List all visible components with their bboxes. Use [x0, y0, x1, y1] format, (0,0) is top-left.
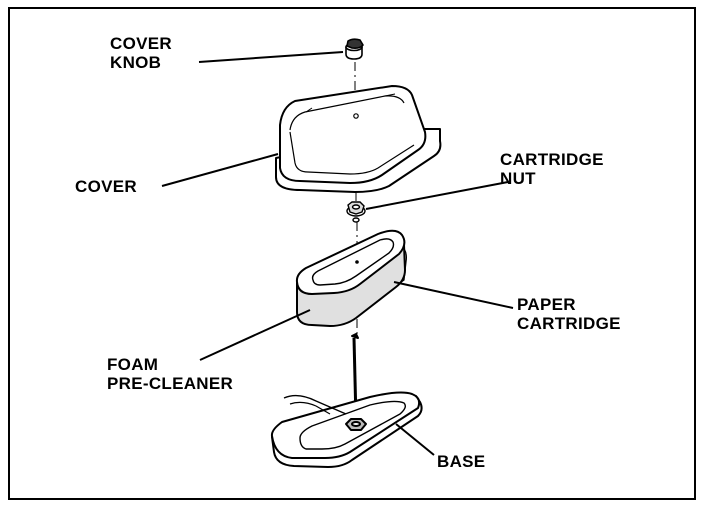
base-part — [270, 333, 423, 468]
label-paper-cartridge: PAPER CARTRIDGE — [517, 295, 621, 333]
label-cover: COVER — [75, 177, 137, 196]
label-cartridge-nut: CARTRIDGE NUT — [500, 150, 604, 188]
label-foam-pre-cleaner: FOAM PRE-CLEANER — [107, 355, 233, 393]
label-cartridge-nut-line2: NUT — [500, 169, 536, 188]
cover-knob-part — [345, 38, 364, 60]
leader-cover-knob — [198, 51, 344, 63]
figure-frame — [8, 7, 696, 500]
label-cover-text: COVER — [75, 177, 137, 196]
leader-foam-pre-cleaner — [199, 309, 311, 361]
label-foam-pre-cleaner-line1: FOAM — [107, 355, 159, 374]
label-base-text: BASE — [437, 452, 486, 471]
label-cartridge-nut-line1: CARTRIDGE — [500, 150, 604, 169]
foam-pre-cleaner-part — [295, 229, 406, 327]
label-base: BASE — [437, 452, 485, 471]
leader-cover — [161, 153, 279, 187]
cartridge-nut-part — [346, 201, 366, 223]
label-paper-cartridge-line1: PAPER — [517, 295, 576, 314]
label-cover-knob-line2: KNOB — [110, 53, 162, 72]
label-cover-knob-line1: COVER — [110, 34, 172, 53]
leader-lines — [161, 51, 514, 456]
label-foam-pre-cleaner-line2: PRE-CLEANER — [107, 374, 234, 393]
leader-paper-cartridge — [393, 281, 514, 309]
cover-part — [275, 85, 442, 193]
leader-cartridge-nut — [365, 181, 509, 210]
label-cover-knob: COVER KNOB — [110, 34, 172, 72]
label-paper-cartridge-line2: CARTRIDGE — [517, 314, 621, 333]
leader-base — [395, 423, 435, 456]
